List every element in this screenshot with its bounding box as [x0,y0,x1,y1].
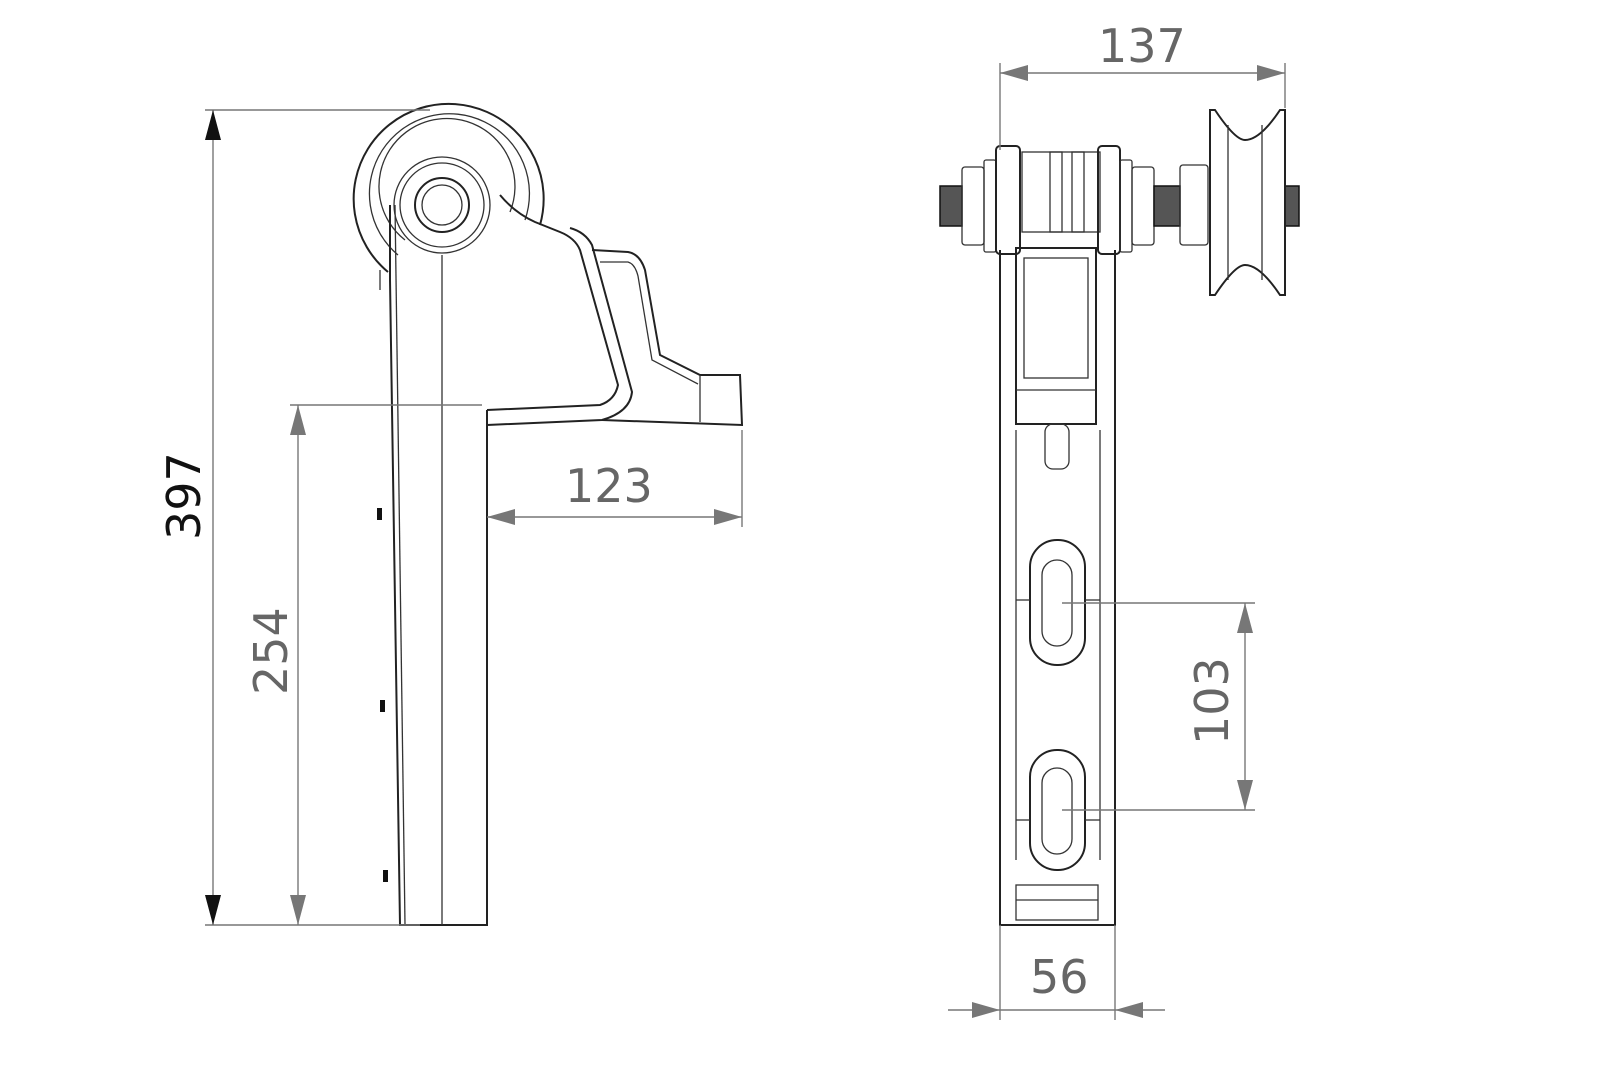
dimension-label-123: 123 [565,459,653,513]
front-view: 137 103 56 [939,19,1300,1020]
arm [377,204,488,926]
dimension-56: 56 [948,925,1165,1020]
side-view: 397 254 123 [157,102,744,926]
v-groove-wheel [1209,109,1286,296]
body [999,247,1116,926]
dimension-123: 123 [487,430,743,527]
roller-wheel [352,102,545,273]
axle-assembly [939,145,1300,255]
dimension-label-56: 56 [1030,950,1089,1004]
dimension-label-103: 103 [1185,657,1239,745]
dimension-label-137: 137 [1098,19,1186,73]
dimension-254: 254 [244,404,482,925]
dimension-103: 103 [1062,602,1255,811]
bracket [486,194,744,427]
dimension-label-397: 397 [157,452,211,540]
dimension-label-254: 254 [244,607,298,695]
dimension-397: 397 [157,109,430,926]
dimension-137: 137 [999,19,1286,150]
